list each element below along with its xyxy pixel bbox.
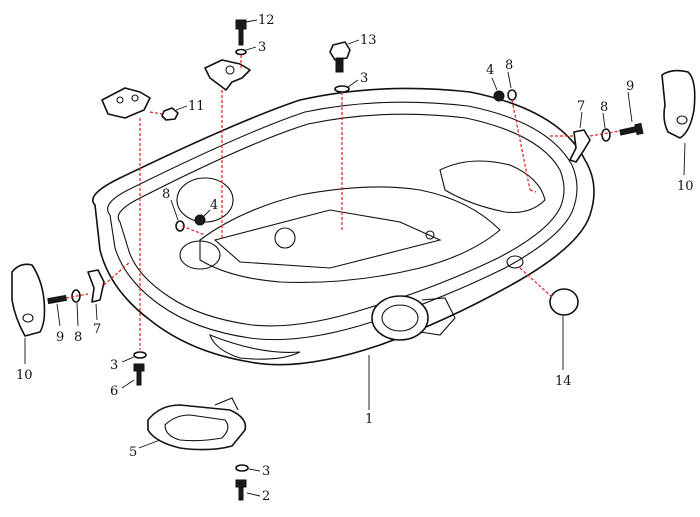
callout-4: 4: [486, 63, 494, 78]
washer-8-left-upper: [175, 220, 185, 232]
callout-13: 13: [360, 33, 377, 48]
callout-8: 8: [162, 187, 170, 202]
washer-3-mid: [334, 85, 350, 93]
washer-8-right: [601, 128, 611, 142]
washer-3-bottom: [235, 464, 249, 472]
callout-12: 12: [258, 13, 275, 28]
screw-9-left: [47, 294, 67, 305]
callout-2: 2: [262, 489, 270, 504]
callout-8: 8: [74, 330, 82, 345]
nut-11: [161, 107, 179, 121]
handle-10-left: [11, 263, 46, 337]
grommet-14: [549, 288, 579, 316]
callout-10: 10: [16, 368, 33, 383]
screw-9-right: [619, 122, 644, 136]
washer-8-right-top: [507, 89, 517, 101]
lower-cowl: [92, 87, 595, 366]
callout-3: 3: [258, 40, 266, 55]
washer-3-lower-left: [133, 351, 147, 359]
hook-7-right: [569, 129, 591, 163]
callout-7: 7: [577, 99, 585, 114]
callout-1: 1: [365, 412, 373, 427]
callout-11: 11: [188, 99, 205, 114]
bolt-6: [133, 363, 145, 386]
callout-8: 8: [600, 100, 608, 115]
callout-8: 8: [505, 58, 513, 73]
hook-7-left: [87, 269, 105, 303]
callout-3: 3: [360, 71, 368, 86]
handle-10-right: [661, 69, 696, 139]
washer-3-top: [235, 48, 247, 56]
callout-5: 5: [129, 445, 137, 460]
bracket-5: [147, 397, 247, 451]
switch-assembly: [101, 87, 151, 119]
bolt-2: [235, 479, 247, 501]
bolt-12: [235, 19, 247, 46]
callout-6: 6: [110, 384, 118, 399]
fuel-connector-bracket: [204, 59, 251, 91]
leader-lines: [24, 19, 686, 497]
callout-3: 3: [262, 464, 270, 479]
callout-9: 9: [56, 330, 64, 345]
callout-14: 14: [555, 374, 572, 389]
callout-9: 9: [626, 79, 634, 94]
callout-10: 10: [677, 179, 694, 194]
callout-3: 3: [110, 358, 118, 373]
callout-labels: 12 3 13 3 11 4 8 9 7 8 10 8 4 10 9 8 7 3…: [16, 13, 694, 504]
nut-4-left: [194, 214, 206, 226]
bolt-13: [329, 41, 351, 73]
callout-4: 4: [210, 198, 218, 213]
assembly-lines: [65, 55, 621, 350]
nut-4-right: [493, 90, 505, 102]
callout-7: 7: [93, 322, 101, 337]
